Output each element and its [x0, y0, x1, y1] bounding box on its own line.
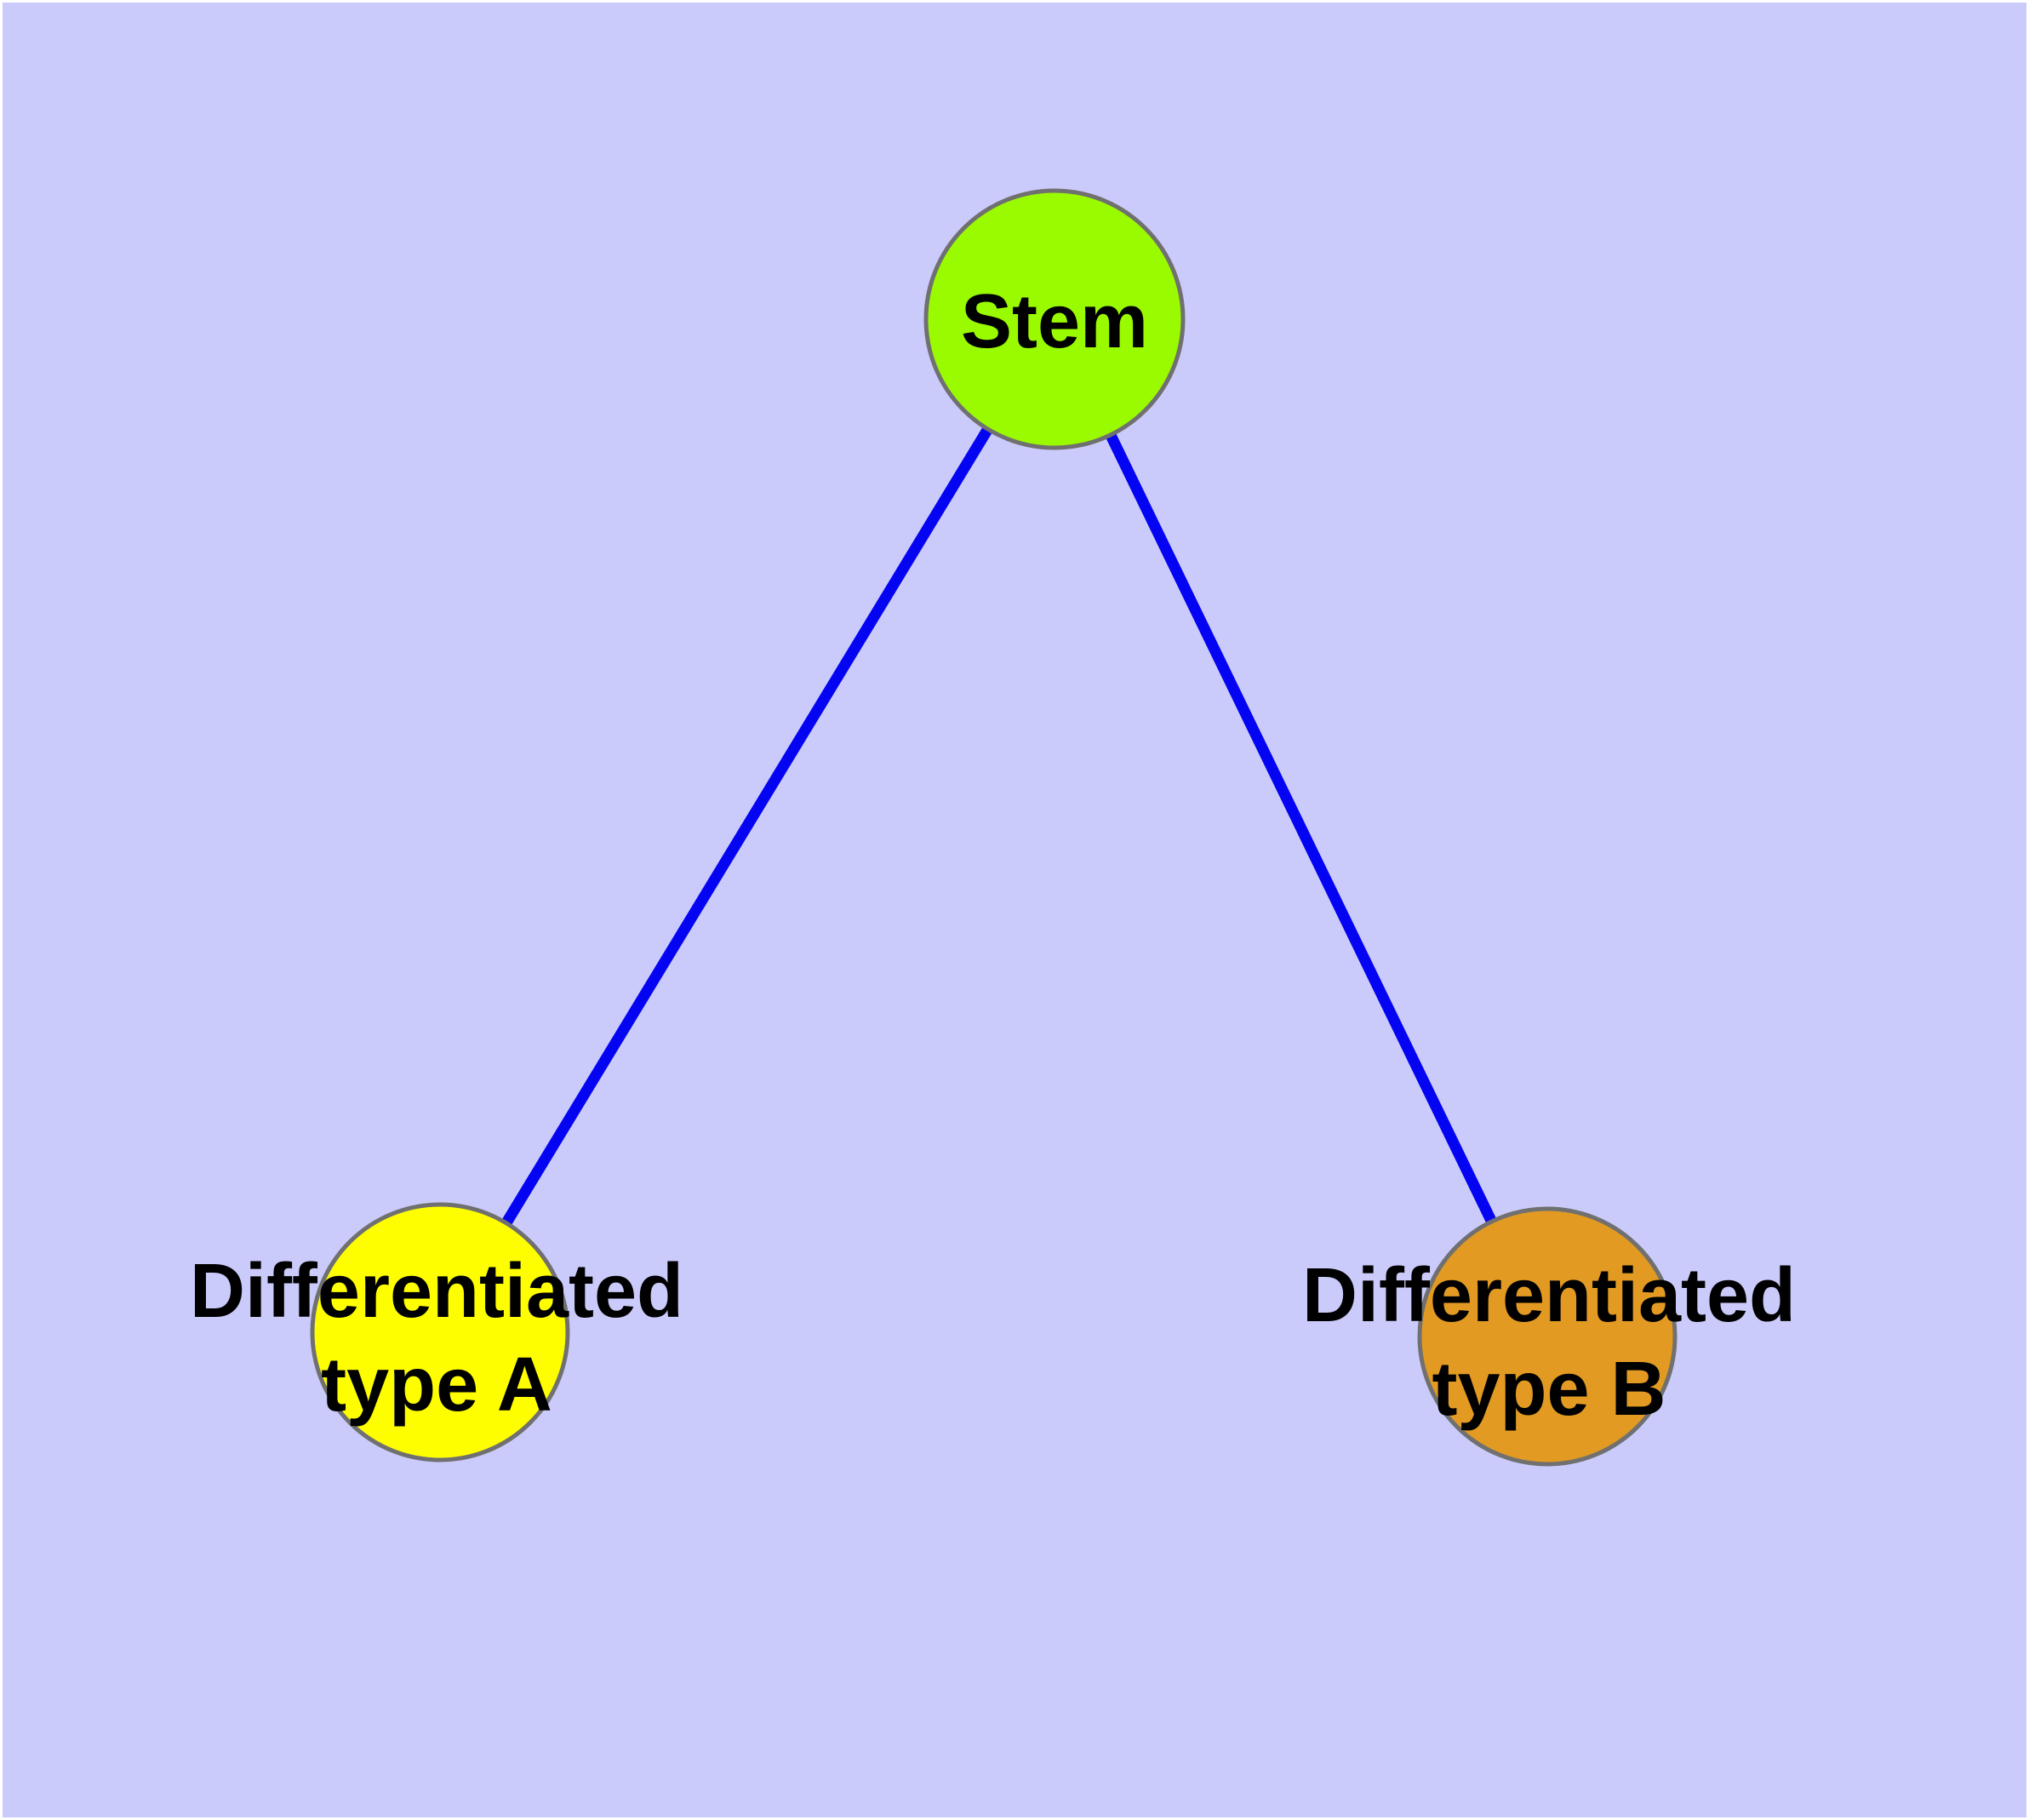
stem-node-label: Stem [961, 279, 1148, 364]
differentiated-type-a-node[interactable] [310, 1202, 570, 1462]
type-a-node-label-line2: type A [321, 1342, 552, 1428]
stem-node[interactable] [923, 188, 1186, 450]
type-b-node-label-line1: Differentiated [1302, 1253, 1796, 1338]
edge-stem-to-type-b[interactable] [1049, 317, 1552, 1339]
type-a-node-label-line1: Differentiated [190, 1249, 683, 1334]
edge-stem-to-type-a[interactable] [435, 316, 1060, 1336]
type-b-node-label-line2: type B [1432, 1347, 1666, 1432]
differentiated-type-b-node[interactable] [1417, 1206, 1677, 1467]
